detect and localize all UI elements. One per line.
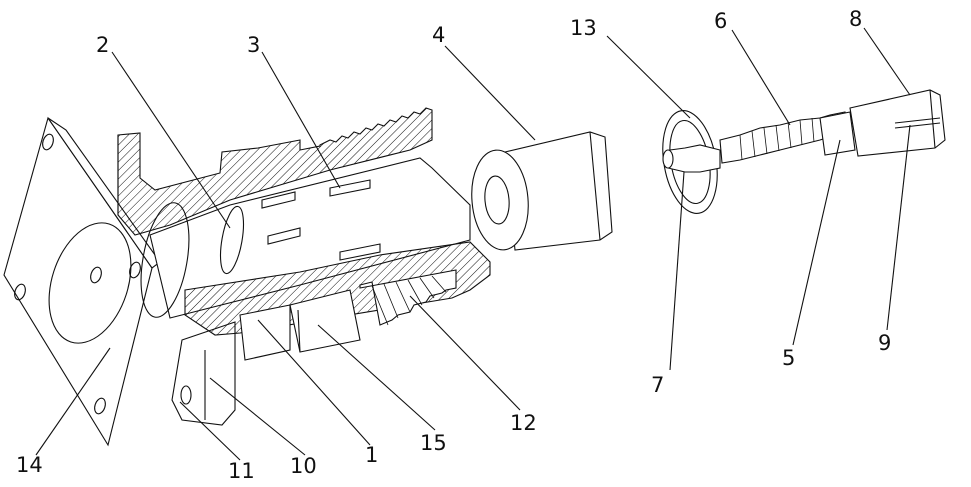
label-4: 4 (432, 23, 445, 47)
label-6: 6 (714, 9, 727, 33)
label-8: 8 (849, 7, 862, 31)
label-12: 12 (510, 411, 537, 435)
label-1: 1 (365, 443, 378, 467)
label-10: 10 (290, 454, 317, 478)
label-2: 2 (96, 33, 109, 57)
label-7: 7 (651, 373, 664, 397)
insulator-cylinder-part-4 (468, 132, 612, 252)
label-9: 9 (878, 331, 891, 355)
label-13: 13 (570, 16, 597, 40)
label-5: 5 (782, 346, 795, 370)
label-3: 3 (247, 33, 260, 57)
lower-flange-part-10 (172, 322, 235, 425)
label-14: 14 (16, 453, 43, 477)
label-11: 11 (228, 459, 255, 483)
label-15: 15 (420, 431, 447, 455)
